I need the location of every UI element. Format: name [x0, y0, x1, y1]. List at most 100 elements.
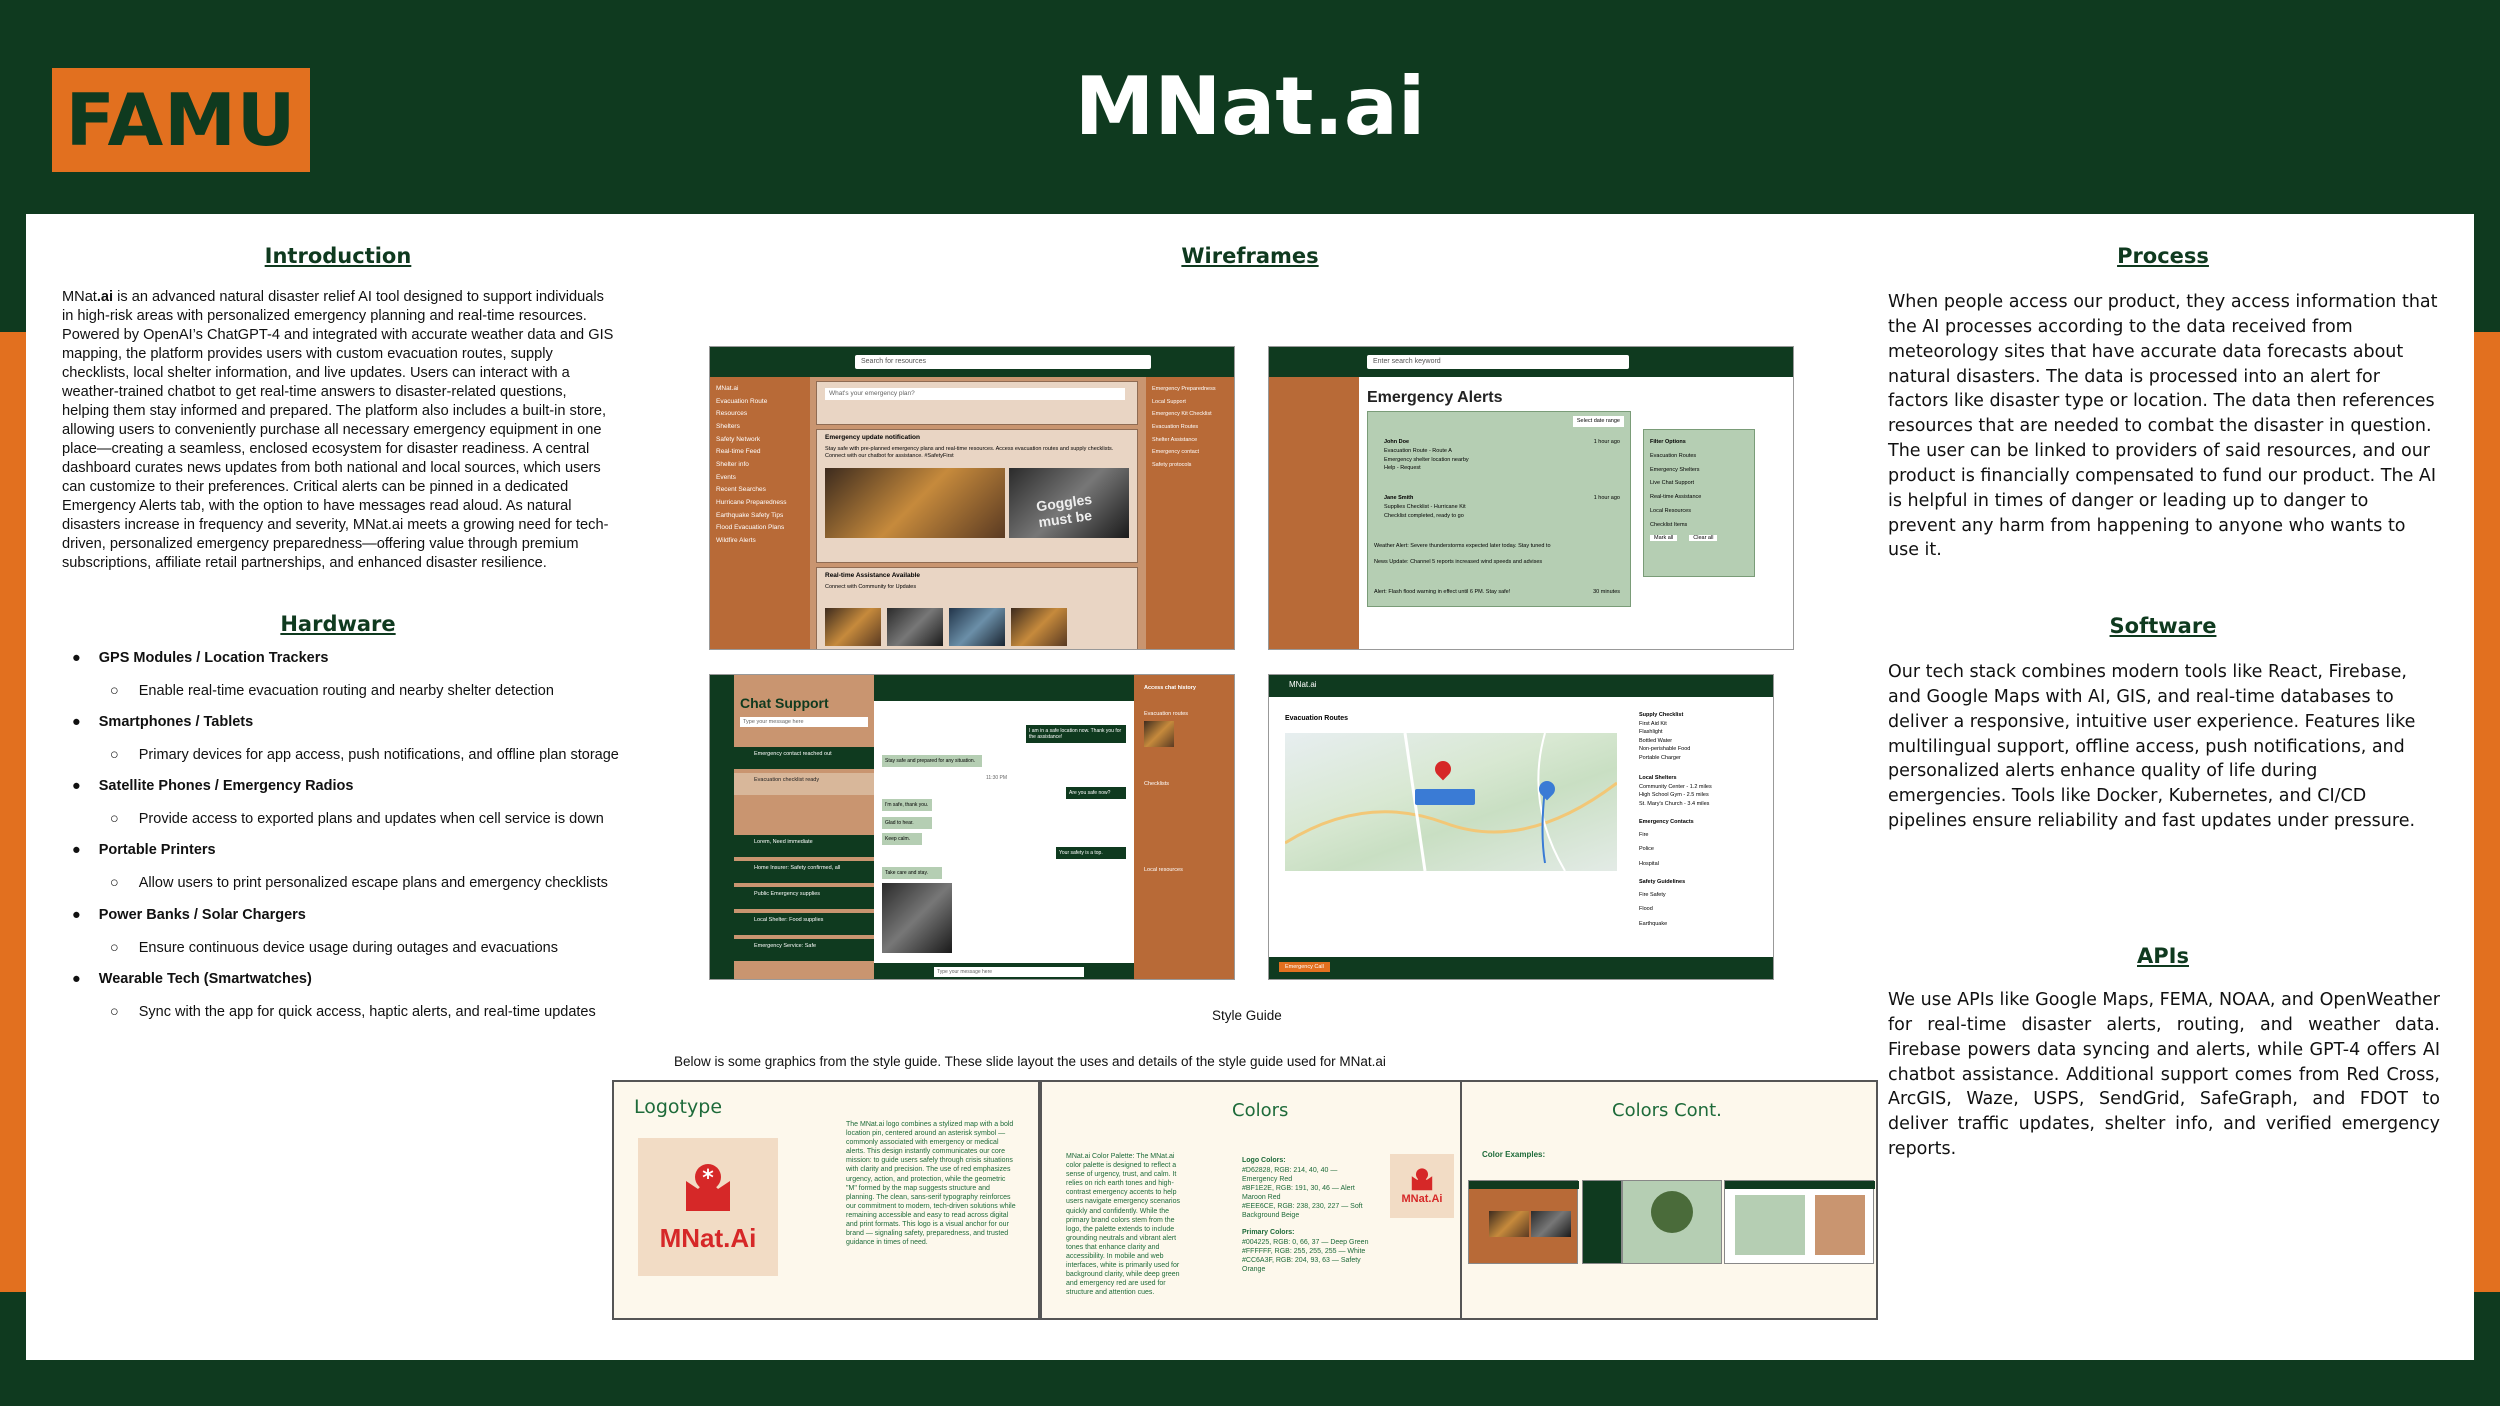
mnat-logo: * MNat.Ai [638, 1138, 778, 1276]
wf-contact: Public Emergency supplies [734, 887, 874, 909]
wf-photo [949, 608, 1005, 646]
wf-post-title: Real-time Assistance Available [825, 572, 921, 579]
famu-logo-text: FAMU [65, 78, 297, 162]
wf-supply-item: First Aid Kit [1639, 720, 1667, 727]
hardware-item-detail: Enable real-time evacuation routing and … [138, 683, 554, 699]
hardware-item-title: Power Banks / Solar Chargers [98, 906, 306, 923]
wf-chat-search: Type your message here [740, 717, 868, 727]
wf-sidebar-item: MNat.ai [716, 385, 739, 392]
wf-chat-header [874, 675, 1134, 701]
wf-right-link: Emergency Kit Checklist [1152, 411, 1212, 418]
hardware-item-title: Portable Printers [98, 842, 216, 859]
wf-sidebar-item: Earthquake Safety Tips [716, 511, 784, 519]
wireframe-map: MNat.ai Evacuation Routes Supply Checkli… [1268, 674, 1774, 980]
introduction-heading: Introduction [264, 244, 412, 268]
wf-photo [882, 883, 952, 953]
wf-msg-out: I am in a safe location now. Thank you f… [1026, 725, 1126, 743]
wf-post-card: Emergency update notification Stay safe … [816, 429, 1138, 563]
wf-contact-item: Police [1639, 846, 1654, 853]
wf-msg-in: Stay safe and prepared for any situation… [882, 755, 982, 767]
wf-filter-item: Checklist Items [1650, 521, 1688, 528]
wf-map-title: Evacuation Routes [1285, 715, 1349, 722]
wf-map-sidebar: Supply Checklist First Aid Kit Flashligh… [1639, 711, 1769, 928]
wf-clear-all-button: Clear all [1689, 535, 1718, 542]
logo-colors-list: #D62828, RGB: 214, 40, 40 — Emergency Re… [1242, 1167, 1363, 1220]
hardware-item: ●Portable Printers ○Allow users to print… [72, 842, 608, 892]
wf-msg-in: Take care and stay. [882, 867, 942, 879]
wf-sidebar: MNat.ai Evacuation Route Resources Shelt… [710, 377, 810, 649]
wf-alert-time: 30 minutes [1593, 589, 1620, 595]
hardware-item: ●Wearable Tech (Smartwatches) ○Sync with… [72, 970, 596, 1020]
wf-msg-in: Glad to hear. [882, 817, 932, 829]
wf-alerts-title: Emergency Alerts [1367, 389, 1503, 406]
wf-contact: Emergency contact reached out [734, 747, 874, 769]
wf-right-link: Safety protocols [1152, 461, 1192, 468]
famu-logo: FAMU [52, 68, 310, 172]
wf-map-brand: MNat.ai [1289, 680, 1317, 689]
style-guide-logotype-slide: Logotype * MNat.Ai The MNat.ai logo comb… [612, 1080, 1040, 1320]
style-guide-colors-slide: Colors MNat.ai Color Palette: The MNat.a… [1040, 1080, 1464, 1320]
style-guide-label: Style Guide [1212, 1008, 1282, 1023]
logotype-title: Logotype [634, 1096, 723, 1118]
wf-guide-item: Earthquake [1639, 920, 1668, 927]
wf-photo-caption: Goggles must be [1035, 490, 1093, 531]
wf-sidebar-item: Flood Evacuation Plans [716, 524, 785, 532]
wf-alert-name: Jane Smith [1384, 495, 1414, 501]
wireframes-heading: Wireframes [1181, 244, 1319, 268]
example-screen [1622, 1180, 1722, 1264]
wf-contacts-title: Emergency Contacts [1639, 819, 1694, 826]
wf-sidebar-item: Real-time Feed [716, 448, 761, 456]
wf-mark-all-button: Mark all [1650, 535, 1678, 542]
primary-colors-list: #004225, RGB: 0, 66, 37 — Deep Green #FF… [1242, 1239, 1369, 1274]
hardware-item-title: Satellite Phones / Emergency Radios [98, 778, 354, 795]
hardware-item-detail: Allow users to print personalized escape… [138, 875, 608, 892]
wf-photo [887, 608, 943, 646]
color-examples-label: Color Examples: [1482, 1150, 1546, 1159]
wf-chat-list: Chat Support Type your message here Emer… [734, 675, 874, 979]
wf-msg-out: Your safety is a top. [1056, 847, 1126, 859]
wf-shelter-item: High School Gym - 2.5 miles [1639, 792, 1709, 799]
wf-search-input: Search for resources [855, 355, 1151, 369]
wf-contact: Lorem, Need immediate [734, 835, 874, 857]
wf-post-box: What's your emergency plan? [816, 381, 1138, 425]
wf-chat-input: Type your message here [934, 967, 1084, 977]
poster-title: MNat.ai [1074, 60, 1426, 153]
wf-sidebar-item: Evacuation Route [716, 397, 768, 405]
wf-chat-right-section: Local resources [1144, 867, 1183, 873]
wf-guide-item: Flood [1639, 906, 1653, 913]
wf-map-footer: Emergency Call [1269, 957, 1773, 979]
wf-icon-rail [710, 675, 734, 979]
wf-chat-right-title: Access chat history [1144, 685, 1196, 691]
hardware-item-title: GPS Modules / Location Trackers [98, 650, 329, 666]
hardware-item: ●Power Banks / Solar Chargers ○Ensure co… [72, 906, 558, 956]
wf-filter-item: Evacuation Routes [1650, 452, 1697, 459]
wireframe-alerts: Enter search keyword Emergency Alerts Se… [1268, 346, 1794, 650]
wf-alert-line: Supplies Checklist - Hurricane Kit [1384, 503, 1466, 510]
wf-alert-line: Alert: Flash flood warning in effect unt… [1374, 589, 1511, 595]
wf-right-link: Local Support [1152, 398, 1186, 405]
mnat-logo: MNat.Ai [1390, 1154, 1454, 1218]
right-orange-band [2474, 332, 2500, 1292]
wf-chat-title: Chat Support [740, 695, 829, 711]
wf-photo [825, 468, 1005, 538]
intro-brand-bold: .ai [96, 289, 114, 305]
wf-sidebar-item: Resources [716, 410, 748, 418]
wf-right-panel: Emergency Preparedness Local Support Eme… [1146, 377, 1234, 649]
wf-right-link: Emergency Preparedness [1152, 386, 1216, 392]
wf-right-link: Emergency contact [1152, 449, 1200, 456]
wf-filter-panel: Filter Options Evacuation Routes Emergen… [1643, 429, 1755, 577]
software-heading: Software [2109, 614, 2217, 638]
wf-chat-input-bar: Type your message here [874, 963, 1134, 979]
wf-alert-line: Checklist completed, ready to go [1384, 512, 1464, 519]
colors-title: Colors [1232, 1100, 1289, 1121]
introduction-text: MNat.ai is an advanced natural disaster … [62, 288, 614, 573]
example-screen [1724, 1180, 1875, 1264]
wf-contact: Evacuation checklist ready [734, 773, 874, 795]
wf-msg-out: Are you safe now? [1066, 787, 1126, 799]
wf-filter-title: Filter Options [1650, 439, 1686, 445]
wf-map [1285, 733, 1617, 871]
example-screen [1468, 1180, 1579, 1264]
wf-map-popup [1415, 789, 1475, 805]
colors-description: MNat.ai Color Palette: The MNat.ai color… [1066, 1153, 1181, 1297]
wf-alert-time: 1 hour ago [1593, 439, 1620, 445]
